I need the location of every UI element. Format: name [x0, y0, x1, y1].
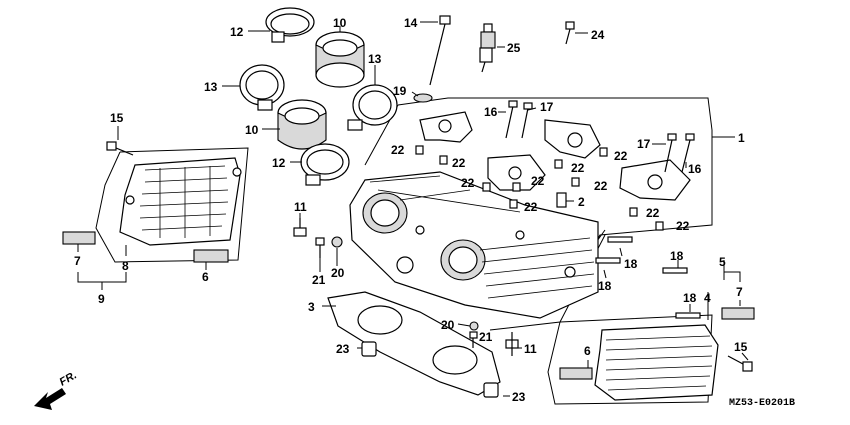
callout-9: 9	[98, 292, 105, 306]
callout-22i: 22	[646, 206, 660, 220]
callout-23a: 23	[336, 342, 350, 356]
callout-13a: 13	[204, 80, 218, 94]
callout-17b: 17	[637, 137, 651, 151]
callout-15b: 15	[734, 340, 748, 354]
callout-13b: 13	[368, 52, 382, 66]
callout-20a: 20	[331, 266, 345, 280]
callout-23b: 23	[512, 390, 526, 404]
callout-18a: 18	[624, 257, 638, 271]
callout-21b: 21	[479, 330, 493, 344]
callout-labels: 1 2 3 4 5 6 6 7 7 8 9 10 10 11 11 12 12 …	[74, 16, 748, 404]
callout-10a: 10	[333, 16, 347, 30]
cover-bolt-left	[106, 141, 134, 156]
diagram-reference-code: MZ53-E0201B	[729, 398, 795, 409]
callout-6a: 6	[202, 270, 209, 284]
callout-22e: 22	[531, 174, 545, 188]
camshaft-holder-2	[544, 119, 601, 159]
callout-8: 8	[122, 259, 129, 273]
spark-plug	[479, 23, 496, 73]
callout-19: 19	[393, 84, 407, 98]
callout-1: 1	[738, 131, 745, 145]
callout-22f: 22	[571, 161, 585, 175]
callout-21a: 21	[312, 273, 326, 287]
bolt-11-lower	[505, 332, 519, 356]
callout-7a: 7	[74, 254, 81, 268]
clamp-right	[347, 84, 398, 131]
front-direction-label: FR.	[58, 369, 79, 388]
head-gasket	[327, 291, 501, 396]
cam-holder-bolts	[505, 100, 695, 173]
small-bolt	[565, 21, 575, 45]
washer-20-lower	[469, 321, 479, 331]
cover-gasket-right-b	[721, 307, 755, 320]
dowel-23a	[361, 341, 377, 357]
washer	[413, 93, 433, 103]
camshaft-holder-4	[619, 159, 691, 201]
camshaft-holder-1	[419, 111, 473, 143]
callout-14: 14	[404, 16, 418, 30]
callout-22b: 22	[452, 156, 466, 170]
callout-25: 25	[507, 41, 521, 55]
callout-12b: 12	[272, 156, 286, 170]
left-cover-frame	[95, 147, 249, 263]
callout-11a: 11	[294, 200, 307, 214]
callout-3: 3	[308, 300, 315, 314]
cover-gasket-left-a	[62, 231, 96, 245]
bolt-21-lower	[469, 331, 478, 348]
cover-bolt-right	[727, 355, 753, 372]
cover-gasket-right-a	[559, 367, 593, 380]
cylinder-head	[349, 171, 599, 319]
clamp-upper	[265, 7, 315, 43]
callout-18c: 18	[670, 249, 684, 263]
clamp-left	[239, 64, 285, 111]
callout-4: 4	[704, 291, 711, 305]
callout-22j: 22	[676, 219, 690, 233]
callout-10b: 10	[245, 123, 259, 137]
callout-20b: 20	[441, 318, 455, 332]
callout-2: 2	[578, 195, 585, 209]
insulator-lower	[277, 99, 327, 150]
right-head-cover	[594, 324, 719, 401]
washer-20-upper	[331, 236, 343, 248]
callout-12a: 12	[230, 25, 244, 39]
callout-18d: 18	[683, 291, 697, 305]
callout-22a: 22	[391, 143, 405, 157]
cover-gasket-left-b	[193, 249, 229, 263]
insulator-upper	[315, 31, 365, 88]
front-direction-arrow: FR.	[34, 369, 79, 410]
clamp-lower	[300, 143, 350, 186]
callout-22h: 22	[614, 149, 628, 163]
callout-15a: 15	[110, 111, 124, 125]
left-head-cover	[119, 157, 242, 246]
dowel-23b	[483, 382, 499, 398]
callout-22g: 22	[594, 179, 608, 193]
studs	[595, 236, 701, 319]
callout-24: 24	[591, 28, 605, 42]
callout-18b: 18	[598, 279, 612, 293]
callout-7b: 7	[736, 285, 743, 299]
callout-16b: 16	[688, 162, 702, 176]
bolt-21-upper	[315, 237, 325, 258]
leader-lines	[77, 21, 749, 397]
camshaft-holder-3	[487, 154, 546, 191]
callout-17a: 17	[540, 100, 554, 114]
callout-16a: 16	[484, 105, 498, 119]
callout-5: 5	[719, 255, 726, 269]
dowel-pins	[415, 145, 664, 231]
callout-6b: 6	[584, 344, 591, 358]
callout-22c: 22	[461, 176, 475, 190]
callout-22d: 22	[524, 200, 538, 214]
long-stud-bolt	[429, 15, 451, 86]
callout-11b: 11	[524, 342, 537, 356]
